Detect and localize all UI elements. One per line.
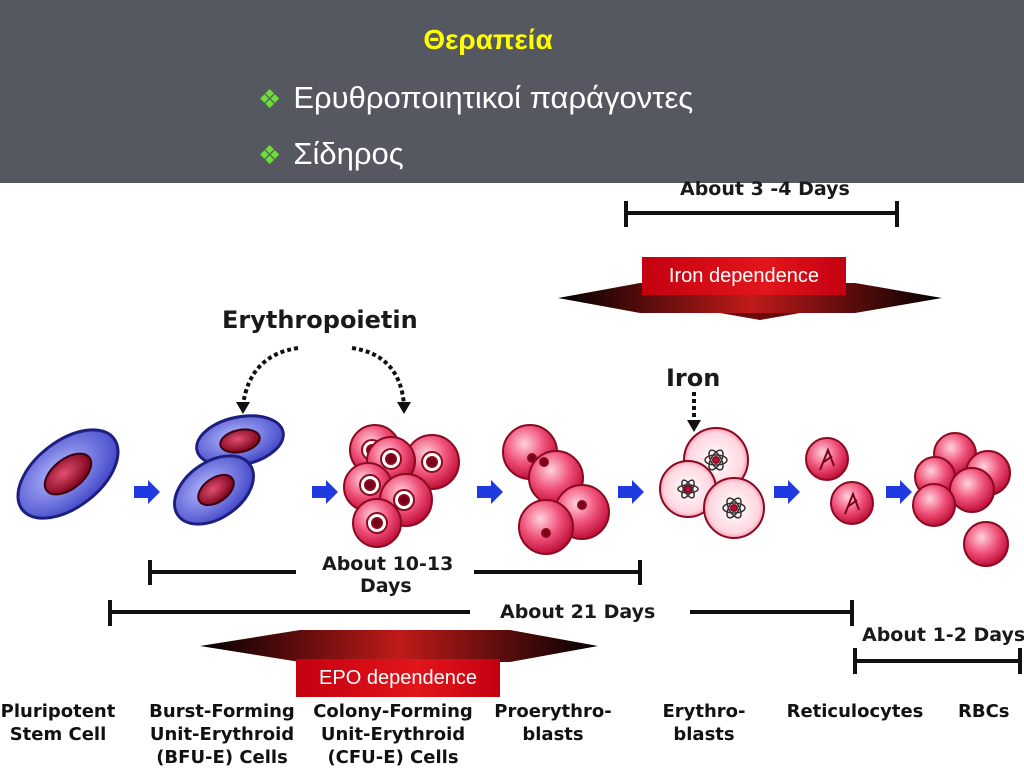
blue-arrow-1 — [134, 480, 160, 504]
slide-title: Θεραπεία — [423, 24, 553, 55]
stem-cell — [16, 428, 120, 520]
epo-arrow-left — [241, 346, 299, 406]
days-label: Days — [360, 575, 412, 597]
stage-label-proerythroblasts: Proerythro-blasts — [494, 701, 612, 745]
about-10-13-label: About 10-13 — [322, 553, 454, 575]
timeline-21-days — [108, 600, 854, 626]
diamond-bullet-icon: ❖ — [258, 84, 282, 114]
rbcs — [912, 432, 1011, 567]
erythroblasts — [659, 427, 765, 539]
blue-arrow-2 — [312, 480, 338, 504]
epo-arrow-right — [351, 346, 406, 406]
bfu-e-cells — [173, 414, 285, 526]
stage-label-rbcs: RBCs — [958, 701, 1010, 722]
bullet-text-2: Σίδηρος — [293, 136, 404, 171]
proerythroblasts — [502, 424, 610, 555]
timeline-3-4-days — [624, 201, 899, 227]
iron-dependence-pointer — [720, 313, 800, 320]
header-band: Θεραπεία ❖ Ερυθροποιητικοί παράγοντες ❖ Σί… — [0, 0, 1024, 183]
iron-arrowhead — [687, 420, 701, 432]
epo-arrowhead-right — [397, 402, 411, 414]
blue-arrow-3 — [477, 480, 503, 504]
diamond-bullet-icon: ❖ — [258, 140, 282, 170]
blue-arrow-6 — [886, 480, 912, 504]
about-3-4-days-label: About 3 -4 Days — [680, 178, 850, 200]
bullet-text-1: Ερυθροποιητικοί παράγοντες — [293, 80, 694, 115]
erythropoietin-label: Erythropoietin — [222, 306, 418, 334]
blue-arrow-4 — [618, 480, 644, 504]
stage-label-erythroblasts: Erythro-blasts — [662, 701, 746, 745]
timeline-1-2-days — [853, 648, 1022, 674]
blue-arrow-5 — [774, 480, 800, 504]
bullet-item-2: ❖ Σίδηρος — [258, 136, 404, 172]
epo-dependence-label: EPO dependence — [296, 659, 500, 697]
epo-dependence-arrow — [200, 630, 598, 662]
about-21-days-label: About 21 Days — [500, 601, 656, 623]
reticulocytes — [805, 437, 874, 525]
epo-arrowhead-left — [236, 402, 250, 414]
iron-label: Iron — [666, 364, 721, 392]
cfu-e-cells — [343, 424, 460, 548]
timeline-10-13-days — [148, 560, 642, 585]
stage-label-reticulocytes: Reticulocytes — [786, 701, 924, 722]
bullet-item-1: ❖ Ερυθροποιητικοί παράγοντες — [258, 80, 693, 116]
progression-arrows — [134, 480, 912, 504]
iron-dependence-label: Iron dependence — [642, 257, 846, 295]
about-1-2-days-label: About 1-2 Days — [862, 624, 1024, 646]
